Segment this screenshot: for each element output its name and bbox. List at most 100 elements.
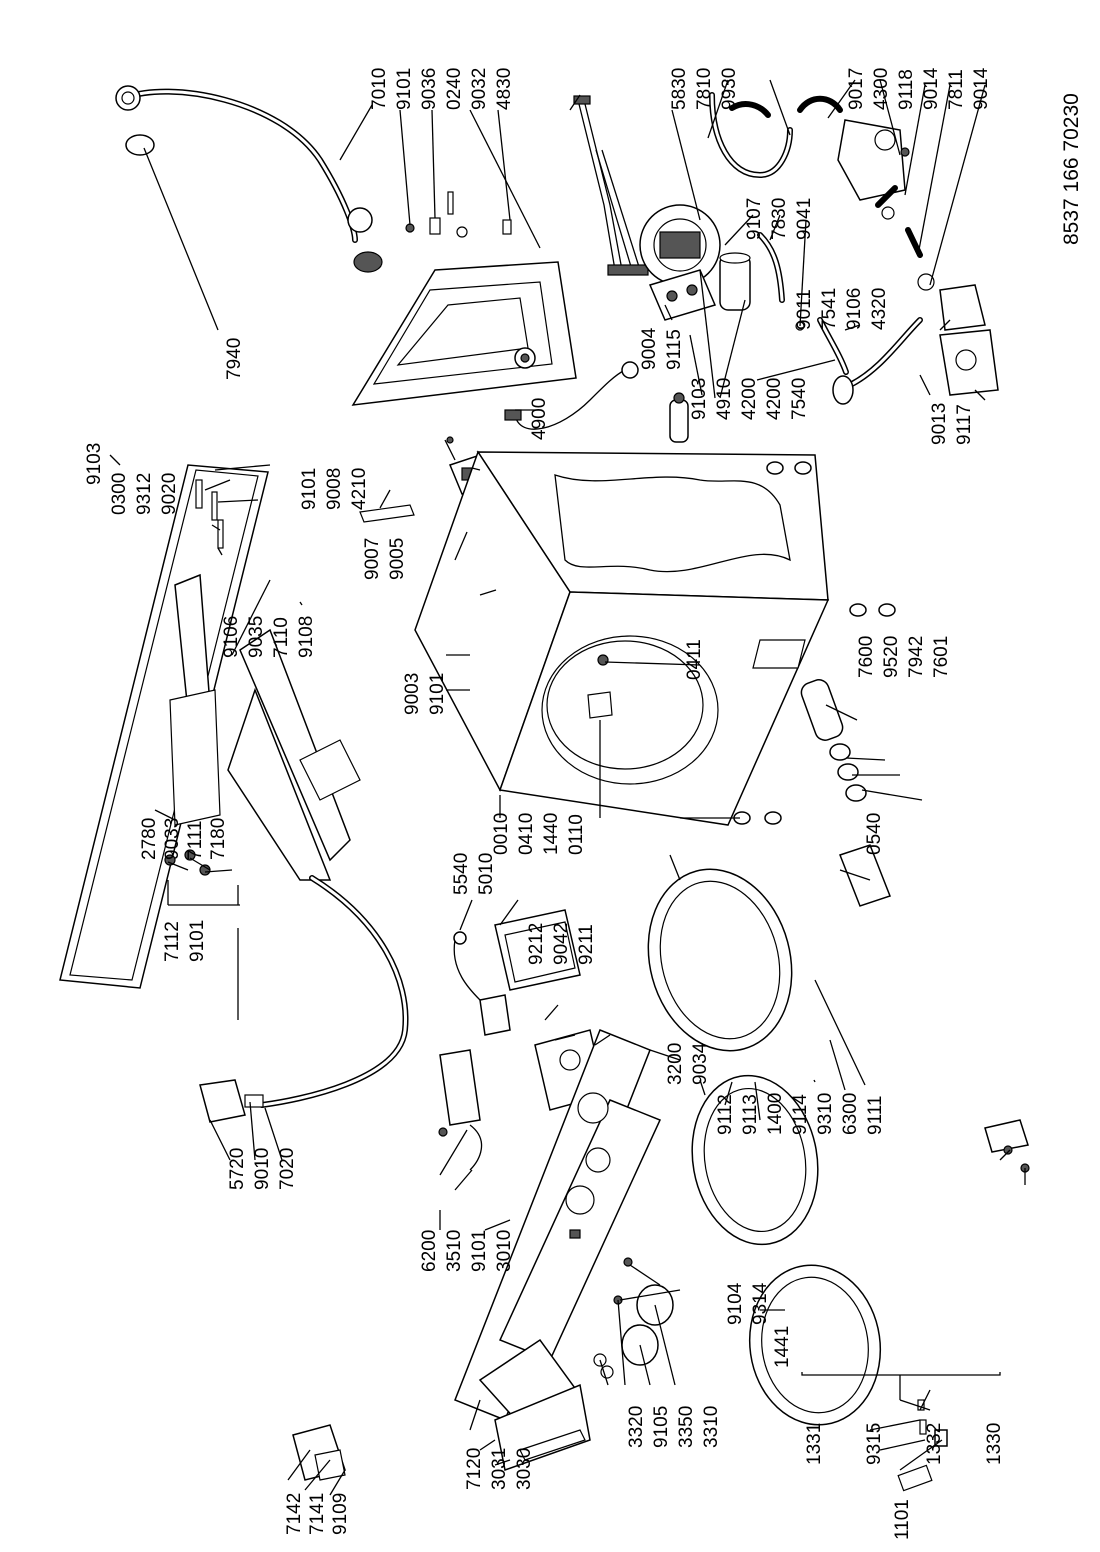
label-1440: 1440 xyxy=(541,813,562,855)
drain-pump-4300 xyxy=(797,95,910,208)
label-9101: 9101 xyxy=(469,1230,490,1272)
label-2780: 2780 xyxy=(139,818,160,860)
label-1331: 1331 xyxy=(804,1423,825,1465)
label-9315: 9315 xyxy=(864,1423,885,1465)
label-3350: 3350 xyxy=(676,1406,697,1448)
label-4830: 4830 xyxy=(494,68,515,110)
label-0540: 0540 xyxy=(864,813,885,855)
label-9042: 9042 xyxy=(551,923,572,965)
cabinet-0010 xyxy=(414,450,830,826)
mains-cable-4900 xyxy=(504,361,639,430)
label-9314: 9314 xyxy=(750,1282,771,1325)
top-brackets-9312 xyxy=(195,479,224,549)
label-9036: 9036 xyxy=(419,68,440,110)
pump-filter-7600 xyxy=(800,679,867,802)
label-9033: 9033 xyxy=(162,818,183,860)
label-9117: 9117 xyxy=(954,404,975,445)
door-ring-1400 xyxy=(691,1074,819,1246)
label-9101: 9101 xyxy=(187,920,208,962)
label-4200: 4200 xyxy=(764,378,785,420)
label-1400: 1400 xyxy=(765,1093,786,1135)
label-4300: 4300 xyxy=(871,68,892,110)
label-7541: 7541 xyxy=(819,288,840,330)
label-9101: 9101 xyxy=(394,68,415,110)
inlet-hose-7940 xyxy=(115,85,383,273)
label-3031: 3031 xyxy=(489,1448,510,1490)
label-9106: 9106 xyxy=(844,288,865,330)
label-9312: 9312 xyxy=(134,473,155,515)
label-7810: 7810 xyxy=(694,68,715,110)
label-9211: 9211 xyxy=(576,924,597,965)
label-9118: 9118 xyxy=(896,69,917,110)
back-panel-fasteners xyxy=(405,191,512,238)
label-9115: 9115 xyxy=(664,329,685,370)
label-7142: 7142 xyxy=(284,1493,305,1535)
label-9004: 9004 xyxy=(639,327,660,370)
suppressor-6200 xyxy=(438,1049,483,1171)
label-9010: 9010 xyxy=(252,1148,273,1190)
label-3320: 3320 xyxy=(626,1406,647,1448)
label-4200: 4200 xyxy=(739,378,760,420)
label-0010: 0010 xyxy=(491,813,512,855)
label-7120: 7120 xyxy=(464,1448,485,1490)
label-0410: 0410 xyxy=(516,813,537,855)
label-9111: 9111 xyxy=(865,1096,886,1135)
label-7020: 7020 xyxy=(277,1148,298,1190)
label-3030: 3030 xyxy=(514,1448,535,1490)
label-4900: 4900 xyxy=(529,398,550,440)
label-0240: 0240 xyxy=(444,68,465,110)
label-9007: 9007 xyxy=(362,538,383,580)
programmer-5010 xyxy=(453,909,581,1036)
label-9035: 9035 xyxy=(246,616,267,658)
label-7180: 7180 xyxy=(208,818,229,860)
label-3510: 3510 xyxy=(444,1230,465,1272)
drain-hoses-7810-9930 xyxy=(709,92,793,179)
detergent-drawer-7120 xyxy=(478,1338,591,1471)
label-9008: 9008 xyxy=(324,468,345,510)
label-9041: 9041 xyxy=(794,198,815,240)
label-9011: 9011 xyxy=(794,289,815,330)
label-7942: 7942 xyxy=(906,636,927,678)
door-lock-kit-1101-parts xyxy=(897,1399,948,1492)
label-7601: 7601 xyxy=(931,636,952,678)
label-0411: 0411 xyxy=(684,639,705,680)
label-9113: 9113 xyxy=(740,1094,761,1135)
back-panel-0240 xyxy=(351,261,577,406)
door-hinge-6300 xyxy=(984,1119,1030,1173)
label-9003: 9003 xyxy=(402,673,423,715)
top-lid-panel-0300 xyxy=(59,464,269,989)
label-9103: 9103 xyxy=(689,378,710,420)
label-4210: 4210 xyxy=(349,468,370,510)
label-1441: 1441 xyxy=(772,1326,793,1368)
document-number: 8537 166 70230 xyxy=(1060,93,1083,245)
corrugated-hose-7540 xyxy=(817,317,849,375)
label-9034: 9034 xyxy=(690,1042,711,1085)
label-6300: 6300 xyxy=(840,1093,861,1135)
label-9106: 9106 xyxy=(221,616,242,658)
label-9310: 9310 xyxy=(815,1093,836,1135)
label-4320: 4320 xyxy=(869,288,890,330)
connector-block-5830 xyxy=(639,204,721,321)
leader-lines xyxy=(109,79,1026,1496)
label-3310: 3310 xyxy=(701,1406,722,1448)
part-number-labels: 7010 9101 9036 0240 9032 4830 5830 7810 … xyxy=(84,67,1005,1540)
label-9005: 9005 xyxy=(387,538,408,580)
label-9017: 9017 xyxy=(846,68,867,110)
label-9101: 9101 xyxy=(427,673,448,715)
label-9109: 9109 xyxy=(330,1493,351,1535)
sump-hose-4320 xyxy=(832,284,999,405)
drawer-housing-7110 xyxy=(227,628,361,881)
label-5720: 5720 xyxy=(227,1148,248,1190)
capacitor-4200 xyxy=(719,252,751,311)
dispenser-housing-2780 xyxy=(164,573,221,876)
label-7540: 7540 xyxy=(789,378,810,420)
label-7141: 7141 xyxy=(307,1493,328,1535)
label-9014: 9014 xyxy=(921,67,942,110)
service-flap-0540 xyxy=(839,844,891,907)
label-9930: 9930 xyxy=(719,68,740,110)
label-9104: 9104 xyxy=(725,1282,746,1325)
label-3010: 3010 xyxy=(494,1230,515,1272)
label-1101: 1101 xyxy=(892,1499,913,1540)
label-5010: 5010 xyxy=(476,853,497,895)
